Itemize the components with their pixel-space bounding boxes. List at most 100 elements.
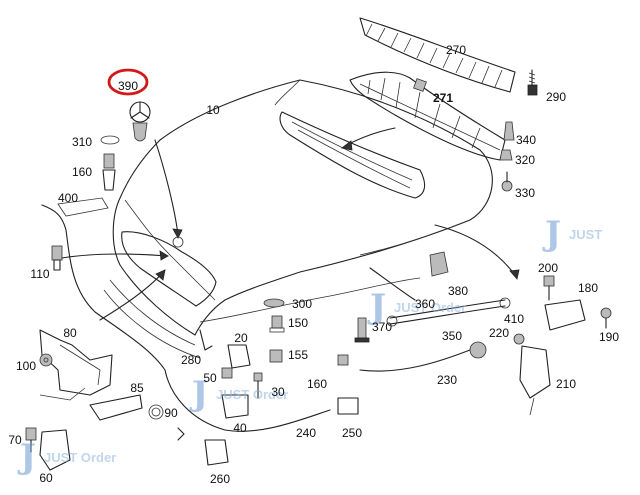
part-label-190: 190 bbox=[599, 330, 619, 344]
part-label-250: 250 bbox=[342, 426, 362, 440]
part-label-150: 150 bbox=[288, 316, 308, 330]
screw-220 bbox=[513, 333, 525, 345]
bumper-155 bbox=[269, 349, 283, 363]
part-label-260: 260 bbox=[210, 472, 230, 486]
part-label-271: 271 bbox=[433, 91, 453, 105]
screw-330 bbox=[501, 171, 513, 192]
part-label-20: 20 bbox=[234, 331, 248, 345]
part-label-80: 80 bbox=[63, 326, 77, 340]
bumper-150 bbox=[269, 315, 285, 333]
bracket-180 bbox=[544, 299, 586, 331]
screw-290 bbox=[527, 69, 538, 96]
watermark-letter: J bbox=[189, 374, 208, 414]
part-label-300: 300 bbox=[292, 297, 312, 311]
air-inlet-frame-320 bbox=[349, 71, 506, 161]
bolt-160-top bbox=[102, 153, 116, 191]
latch-380 bbox=[429, 251, 449, 277]
bracket-20 bbox=[227, 344, 251, 369]
seal-310 bbox=[100, 135, 120, 145]
part-label-160: 160 bbox=[72, 165, 92, 179]
bolt-160-mid bbox=[337, 354, 349, 366]
bolt-370 bbox=[354, 317, 370, 343]
handle-210 bbox=[519, 345, 551, 416]
part-label-85: 85 bbox=[130, 381, 144, 395]
pad-400 bbox=[57, 197, 109, 217]
watermark-letter: J bbox=[17, 437, 36, 477]
gas-strut-350 bbox=[386, 297, 511, 327]
watermark-4: J JUST Order bbox=[17, 437, 116, 477]
part-label-270: 270 bbox=[446, 43, 466, 57]
part-label-200: 200 bbox=[538, 261, 558, 275]
lock-60 bbox=[39, 429, 71, 471]
part-label-90: 90 bbox=[164, 406, 178, 420]
part-label-50: 50 bbox=[203, 371, 217, 385]
part-label-280: 280 bbox=[181, 353, 201, 367]
bolt-30 bbox=[253, 372, 263, 399]
watermark-letter: J bbox=[542, 214, 561, 254]
part-number-labels: 390 10 270 271 290 340 320 330 310 160 400 110 200 18… bbox=[8, 43, 619, 486]
watermark-3: J JUST Order bbox=[189, 374, 288, 414]
part-label-30: 30 bbox=[271, 385, 285, 399]
part-label-320: 320 bbox=[515, 153, 535, 167]
part-label-40: 40 bbox=[233, 421, 247, 435]
watermark-text: JUST Order bbox=[44, 450, 116, 465]
part-label-70: 70 bbox=[8, 433, 22, 447]
part-label-60: 60 bbox=[39, 471, 53, 485]
part-label-10: 10 bbox=[206, 103, 220, 117]
watermark-text: JUST Order bbox=[394, 300, 466, 315]
part-label-220: 220 bbox=[489, 326, 509, 340]
screw-70 bbox=[25, 427, 37, 453]
part-label-100: 100 bbox=[16, 359, 36, 373]
part-label-110: 110 bbox=[30, 267, 49, 281]
part-label-290: 290 bbox=[546, 90, 566, 104]
washer-90 bbox=[148, 404, 164, 420]
part-label-210: 210 bbox=[556, 377, 576, 391]
rod-360 bbox=[369, 267, 416, 301]
bolt-100 bbox=[39, 353, 53, 367]
watermark-text: JUST bbox=[569, 227, 602, 242]
cowl-grille-270 bbox=[359, 17, 516, 93]
part-label-370: 370 bbox=[372, 320, 392, 334]
hinge-80 bbox=[39, 329, 113, 401]
emblem-seat bbox=[172, 236, 184, 248]
part-label-390: 390 bbox=[118, 79, 138, 93]
clip-340 bbox=[503, 121, 515, 141]
watermark-2: J JUST Order bbox=[367, 287, 466, 327]
bolt-200 bbox=[543, 275, 555, 301]
watermark-text: JUST Order bbox=[216, 387, 288, 402]
clip-110 bbox=[51, 245, 63, 271]
catch-40 bbox=[221, 394, 249, 419]
part-label-230: 230 bbox=[437, 373, 457, 387]
part-label-400: 400 bbox=[58, 191, 78, 205]
part-label-330: 330 bbox=[515, 186, 535, 200]
handle-260 bbox=[204, 439, 229, 466]
bracket-50 bbox=[221, 367, 233, 379]
watermark-1: J JUST bbox=[542, 214, 602, 254]
release-cable-left bbox=[41, 204, 331, 432]
clip-320-nut bbox=[499, 149, 513, 161]
hood-panel bbox=[103, 79, 493, 359]
clip-250 bbox=[337, 397, 359, 415]
part-label-240: 240 bbox=[296, 426, 316, 440]
part-label-410: 410 bbox=[504, 312, 524, 326]
clip-280 bbox=[199, 329, 213, 351]
star-emblem-390 bbox=[129, 101, 151, 142]
part-label-360: 360 bbox=[415, 297, 435, 311]
part-label-310: 310 bbox=[72, 135, 92, 149]
cable-230 bbox=[359, 341, 487, 372]
part-label-350: 350 bbox=[442, 329, 462, 343]
part-label-380: 380 bbox=[448, 284, 468, 298]
part-label-155: 155 bbox=[288, 348, 308, 362]
part-label-160: 160 bbox=[307, 377, 327, 391]
highlight-ring-390 bbox=[107, 68, 149, 96]
part-label-340: 340 bbox=[516, 133, 536, 147]
part-label-180: 180 bbox=[578, 281, 598, 295]
watermark-letter: J bbox=[367, 287, 386, 327]
bolt-190 bbox=[600, 307, 612, 329]
arrows bbox=[61, 127, 520, 321]
spring-85 bbox=[89, 394, 143, 421]
clip-near-90 bbox=[177, 427, 185, 441]
